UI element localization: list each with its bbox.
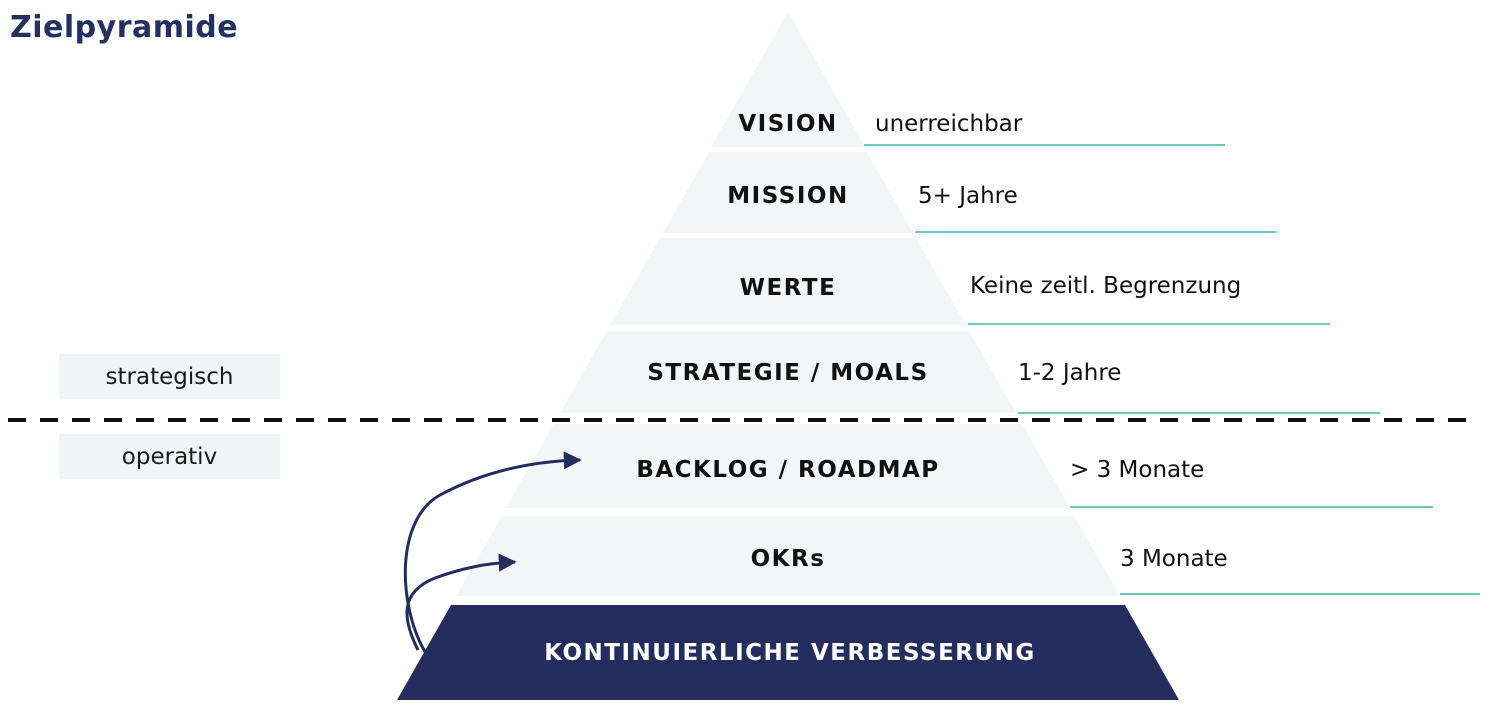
arrow-to-okrs-icon xyxy=(405,553,517,651)
page-title: Zielpyramide xyxy=(10,10,239,45)
level-okrs xyxy=(456,516,1120,596)
level-label: MISSION xyxy=(727,183,848,209)
level-label: VISION xyxy=(738,111,837,137)
horizon-label: Keine zeitl. Begrenzung xyxy=(970,273,1241,299)
level-werte xyxy=(610,238,966,325)
horizon-label: unerreichbar xyxy=(875,111,1023,137)
horizon-label: 5+ Jahre xyxy=(918,183,1018,209)
level-label: BACKLOG / ROADMAP xyxy=(636,457,939,483)
horizon-label: 1-2 Jahre xyxy=(1018,360,1121,386)
level-backlog xyxy=(506,424,1070,508)
level-label: OKRs xyxy=(751,546,826,572)
level-label: KONTINUIERLICHE VERBESSERUNG xyxy=(544,640,1036,666)
level-strategie xyxy=(560,331,1016,413)
level-label: STRATEGIE / MOALS xyxy=(647,360,928,386)
operative-zone-label: operativ xyxy=(59,434,280,479)
horizon-label: 3 Monate xyxy=(1120,546,1228,572)
level-vision xyxy=(711,12,865,147)
level-label: WERTE xyxy=(740,275,837,301)
level-continuous-improvement xyxy=(397,605,1179,700)
horizon-label: > 3 Monate xyxy=(1070,457,1204,483)
level-mission xyxy=(663,152,913,233)
strategic-zone-label: strategisch xyxy=(59,354,280,399)
